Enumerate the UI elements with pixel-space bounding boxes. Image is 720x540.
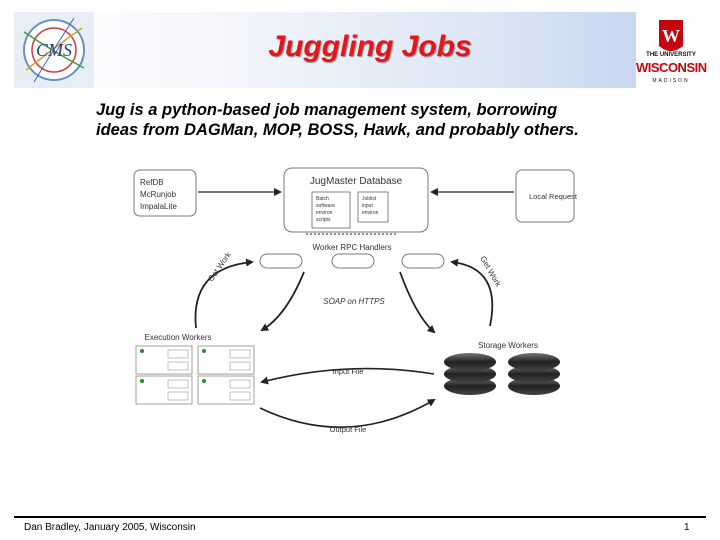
subtitle-line-2: ideas from DAGMan, MOP, BOSS, Hawk, and … (96, 121, 579, 139)
output-file-label: Output File (330, 425, 367, 434)
local-request-box (515, 169, 575, 223)
rpc-handler-2 (331, 253, 375, 269)
rpc-handler-1 (259, 253, 303, 269)
batch-line-2: software (316, 203, 335, 209)
batch-line-3: environ (316, 210, 333, 216)
execution-worker-grid (135, 345, 255, 405)
uw-logo-line3: MADISON (652, 78, 690, 84)
storage-disks (444, 353, 560, 395)
uw-crest-icon: W (659, 20, 683, 51)
arrow-input-file (260, 367, 435, 385)
page-number: 1 (684, 522, 690, 533)
input-file-label: Input File (333, 367, 364, 376)
joblist-table (357, 191, 389, 223)
slide-title: Juggling Jobs (268, 30, 472, 63)
source-item-refdb: RefDB (140, 178, 164, 187)
jugmaster-database-title: JugMaster Database (310, 176, 403, 187)
local-request-label: Local Request (529, 192, 578, 201)
jug-architecture-diagram: RefDB McRunjob ImpalaLite JugMaster Data… (133, 167, 578, 434)
arrow-handler-to-exec (260, 271, 305, 332)
joblist-line-3: environ (362, 210, 379, 216)
batch-line-4: scripts (316, 217, 331, 223)
arrow-handler-to-storage (399, 271, 436, 334)
arrow-output-file (259, 398, 436, 428)
exec-workers-label: Execution Workers (145, 333, 212, 342)
batch-table (311, 191, 351, 229)
rpc-handlers-label: Worker RPC Handlers (313, 243, 392, 252)
joblist-line-1: Joblist (362, 196, 377, 202)
soap-label: SOAP on HTTPS (323, 297, 385, 306)
footer-rule (14, 516, 706, 518)
cms-logo: CMS (14, 12, 94, 88)
batch-line-1: Batch (316, 196, 329, 202)
slide-subtitle: Jug is a python-based job management sys… (96, 100, 696, 140)
storage-workers-label: Storage Workers (478, 341, 538, 350)
uw-logo-line2: WISCONSIN (636, 60, 707, 75)
joblist-line-2: input (362, 203, 373, 209)
source-box (133, 169, 197, 217)
rpc-handler-3 (401, 253, 445, 269)
source-item-impalalite: ImpalaLite (140, 202, 177, 211)
uw-logo-line1: THE UNIVERSITY (646, 52, 696, 58)
arrow-exec-get-work (194, 258, 254, 329)
arrow-storage-get-work (450, 258, 494, 327)
subtitle-line-1: Jug is a python-based job management sys… (96, 101, 558, 119)
source-item-mcrunjob: McRunjob (140, 190, 177, 199)
uw-crest-letter: W (662, 26, 680, 46)
uw-logo: W (636, 14, 706, 90)
cms-logo-text: CMS (36, 40, 72, 60)
footer-author: Dan Bradley, January 2005, Wisconsin (24, 522, 196, 533)
title-banner (14, 12, 636, 88)
get-work-right-label: Get Work (478, 255, 503, 289)
